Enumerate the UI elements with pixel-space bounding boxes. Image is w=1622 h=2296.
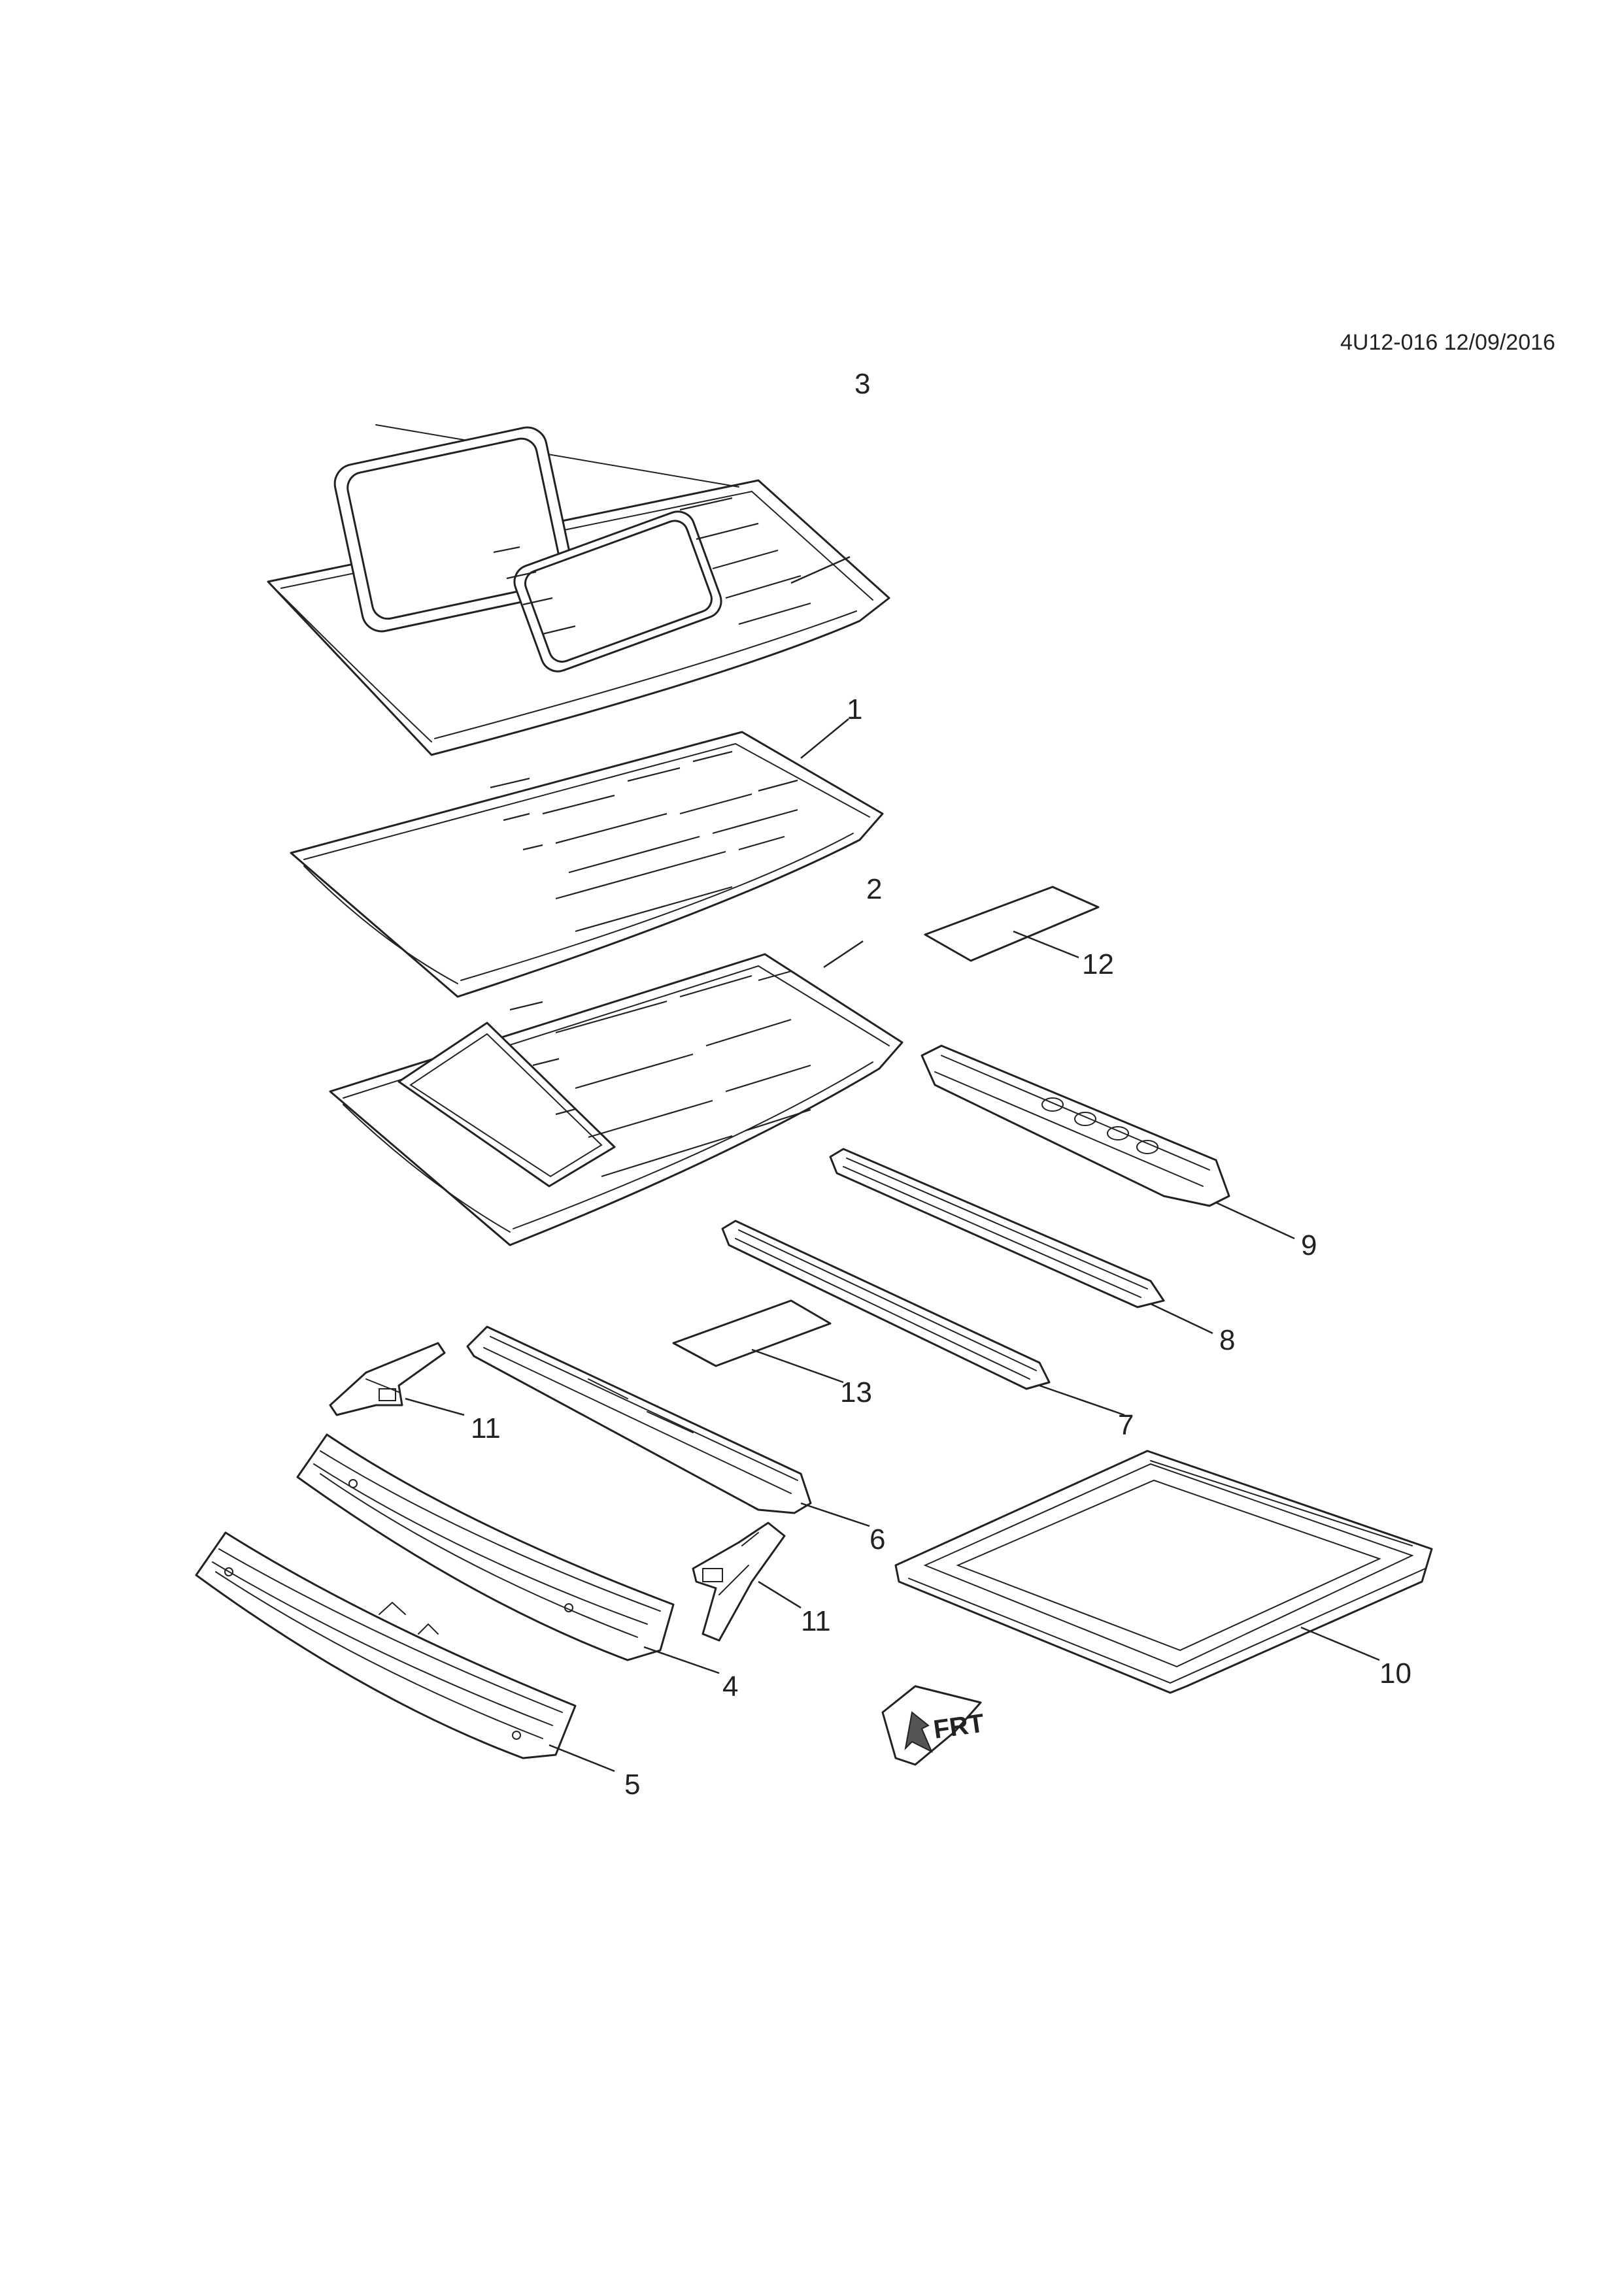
callout-11b: 11: [801, 1605, 831, 1637]
callout-6: 6: [870, 1523, 885, 1556]
front-arrow-label: FRT: [932, 1709, 986, 1744]
callout-9: 9: [1301, 1229, 1317, 1261]
part-1-roof-panel: [290, 731, 884, 998]
callout-4: 4: [722, 1671, 738, 1703]
callout-2: 2: [866, 873, 882, 905]
part-3-roof-panel-dual-sunroof: [267, 424, 890, 756]
callout-12: 12: [1082, 948, 1114, 980]
part-5-windshield-header-inner: [195, 1531, 577, 1759]
callout-3: 3: [854, 368, 870, 400]
part-13-pad: [672, 1299, 832, 1367]
part-8-roof-bow: [829, 1148, 1165, 1308]
front-direction-arrow-icon: FRT: [881, 1685, 986, 1766]
callout-7: 7: [1118, 1409, 1134, 1441]
callout-11a: 11: [471, 1412, 501, 1444]
part-7-roof-bow: [721, 1220, 1051, 1390]
part-11-bracket-left: [329, 1342, 446, 1416]
part-12-pad: [924, 886, 1100, 962]
callout-10: 10: [1379, 1657, 1411, 1689]
part-6-front-header: [466, 1325, 812, 1514]
callout-5: 5: [624, 1769, 640, 1801]
part-2-roof-panel-single-sunroof: [329, 953, 904, 1246]
part-9-rear-header-bow: [921, 1044, 1230, 1207]
part-10-roof-frame: [894, 1450, 1433, 1694]
drawing-code: 4U12-016 12/09/2016: [1340, 330, 1555, 355]
part-11-bracket-right: [692, 1522, 786, 1642]
callout-8: 8: [1219, 1324, 1235, 1356]
callout-13: 13: [840, 1376, 872, 1408]
callout-1: 1: [847, 693, 862, 725]
part-4-windshield-header: [296, 1433, 675, 1661]
